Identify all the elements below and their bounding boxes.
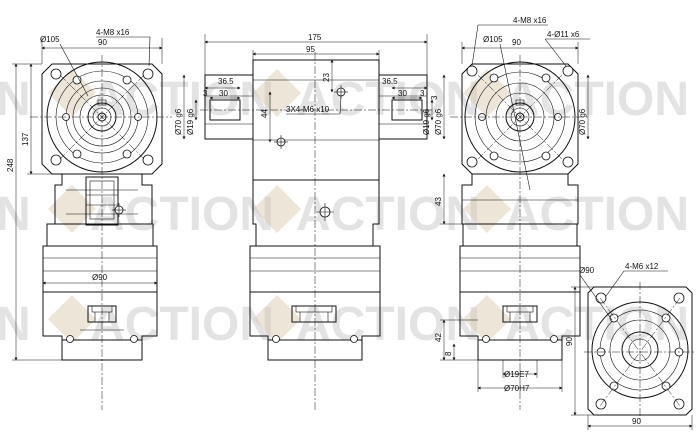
bolt-hole (142, 154, 154, 166)
watermark-text: ACTION (90, 298, 274, 351)
watermark-text: ACTION (505, 298, 689, 351)
watermark-text: N (0, 298, 31, 351)
bottom-right-view: Ø90 4-M6 x12 90 90 (565, 262, 696, 430)
bolt-hole (122, 149, 132, 159)
center-right-shaft (378, 74, 428, 140)
bolt-hole (72, 75, 82, 85)
output-side-dim: 90 (565, 337, 574, 346)
right-flange-dia-label: Ø105 (483, 35, 503, 44)
watermark-text: N (0, 73, 31, 126)
dim-36-5-left: 36.5 (218, 77, 234, 86)
shaft-right-a-label: Ø19 g6 (422, 108, 431, 135)
dim-3-right: 3 (420, 89, 425, 98)
dim-44: 44 (260, 109, 269, 118)
bolt-hole (142, 68, 154, 80)
center-width-total-label: 175 (308, 33, 322, 42)
dim-30-right: 30 (398, 89, 407, 98)
watermark-logo-row3: N ACTION ACTION ACTION (0, 294, 689, 351)
shaft-left-a-label: Ø70 g6 (174, 108, 183, 135)
right-shaft-label: Ø70 g6 (578, 108, 587, 135)
right-dim-42: 42 (434, 333, 443, 342)
right-width-label: 90 (512, 38, 521, 47)
center-left-shaft (204, 74, 254, 140)
left-width-label: 90 (98, 38, 107, 47)
output-bottom-dim: 90 (632, 417, 641, 426)
output-thread-callout: 4-M6 x12 (625, 262, 659, 271)
watermark-text: ACTION (505, 73, 689, 126)
center-view: 175 95 36.5 30 3 36.5 30 3 23 44 3X4-M6 … (174, 33, 446, 410)
dim-30-left: 30 (219, 89, 228, 98)
watermark-text: N (0, 188, 31, 241)
bolt-hole (50, 154, 62, 166)
watermark-text: ACTION (505, 188, 689, 241)
watermark-logo-icon (252, 294, 302, 344)
dim-3-left: 3 (203, 89, 208, 98)
bolt-hole (122, 75, 132, 85)
left-body-dia-label: Ø90 (92, 273, 108, 282)
watermark: N ACTION ACTION ACTION N ACTION ACTION A… (0, 68, 689, 351)
output-flange-outline (587, 286, 693, 416)
left-body (42, 245, 158, 293)
watermark-logo-icon (462, 294, 512, 344)
right-dim-8: 8 (444, 351, 453, 356)
left-flange-dia-label: Ø105 (40, 35, 60, 44)
output-dia-label: Ø90 (579, 266, 595, 275)
right-bore-label: Ø19E7 (504, 370, 529, 379)
left-height-total-label: 248 (6, 158, 15, 172)
left-flange-outline (41, 63, 163, 175)
watermark-logo-icon (47, 294, 97, 344)
watermark-logo-row2: N ACTION ACTION ACTION (0, 184, 689, 241)
watermark-text: ACTION (296, 298, 480, 351)
right-view: 90 Ø105 4-M8 x16 4-Ø11 x6 43 42 8 Ø19E7 … (430, 16, 590, 410)
watermark-logo-icon (47, 184, 97, 234)
watermark-logo-icon (252, 68, 302, 118)
watermark-text: ACTION (296, 73, 480, 126)
left-height-head-label: 137 (21, 132, 30, 146)
shaft-left-b-label: Ø19 g6 (186, 108, 195, 135)
watermark-logo-icon (462, 184, 512, 234)
bolt-hole (50, 68, 62, 80)
left-bolt-callout: 4-M8 x16 (96, 28, 130, 37)
dim-36-5-right: 36.5 (382, 77, 398, 86)
shaft-right-b-label: Ø70 g6 (434, 108, 443, 135)
right-dim-3: 3 (430, 95, 439, 100)
dim-23: 23 (322, 73, 331, 82)
center-thread-callout: 3X4-M6 x10 (286, 105, 330, 114)
watermark-text: ACTION (90, 188, 274, 241)
left-view: 90 Ø105 4-M8 x16 248 137 Ø90 (6, 28, 172, 410)
bolt-hole (72, 149, 82, 159)
watermark-logo-icon (252, 184, 302, 234)
right-pilot-label: Ø70H7 (504, 384, 530, 393)
right-hole-callout: 4-Ø11 x6 (547, 30, 580, 39)
right-bolt-callout: 4-M8 x16 (513, 16, 547, 25)
center-width-body-label: 95 (306, 45, 315, 54)
right-dim-43: 43 (434, 197, 443, 206)
